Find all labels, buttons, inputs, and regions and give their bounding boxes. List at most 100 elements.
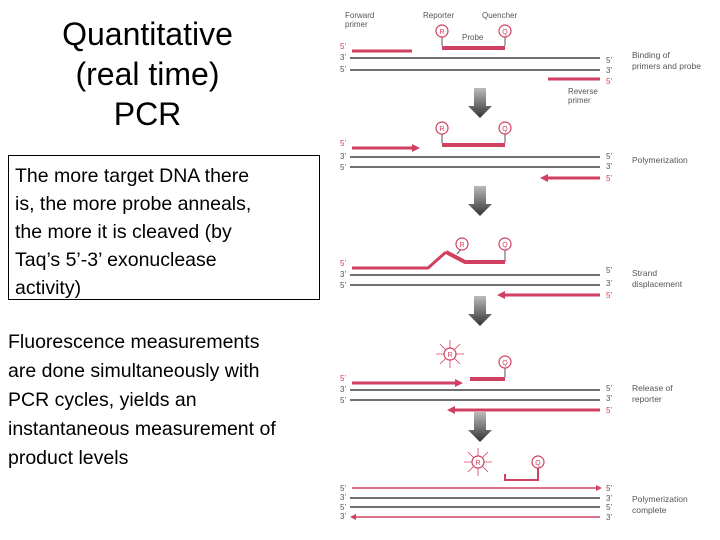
- slide-title: Quantitative (real time) PCR: [40, 14, 255, 134]
- step-label: Strand: [632, 268, 657, 278]
- quencher-dye-icon: [498, 355, 512, 369]
- end-label: 5’: [340, 42, 346, 51]
- body-line: product levels: [8, 447, 129, 469]
- end-label: 5’: [340, 65, 346, 74]
- end-label: 3’: [340, 512, 346, 521]
- title-line: (real time): [75, 56, 220, 92]
- step-arrow-icon: [468, 88, 492, 118]
- box-line: the more it is cleaved (by: [15, 221, 232, 243]
- step-release: R Q 5’ 3’ 5’ 5’ 3’ 5’ Release of reporte…: [340, 340, 673, 415]
- quencher-letter: Q: [502, 242, 508, 249]
- end-label: 5’: [606, 384, 612, 393]
- body-line: instantaneous measurement of: [8, 418, 276, 440]
- box-line: is, the more probe anneals,: [15, 193, 252, 215]
- body-line: Fluorescence measurements: [8, 331, 260, 353]
- reporter-letter: R: [439, 126, 444, 133]
- end-label: 5’: [606, 77, 612, 86]
- title-line: PCR: [113, 96, 182, 132]
- end-label: 5’: [340, 281, 346, 290]
- quencher-letter: Q: [502, 29, 508, 36]
- extension-arrow-icon: [350, 514, 356, 520]
- reporter-letter: R: [439, 29, 444, 36]
- step-polymerization-complete: R Q 5’ 3’ 5’ 5’ 3’ 5’ 3’ 3’ Polymerizati…: [340, 448, 688, 522]
- box-line: activity): [15, 277, 82, 299]
- step-label: complete: [632, 505, 667, 515]
- box-line: Taq’s 5’-3’ exonuclease: [15, 249, 217, 271]
- end-label: 5’: [340, 396, 346, 405]
- end-label: 5’: [340, 259, 346, 268]
- end-label: 3’: [340, 493, 346, 502]
- quencher-dye-icon: [498, 24, 512, 38]
- fluorescing-reporter-icon: R: [436, 340, 464, 368]
- extending-primer: [352, 250, 447, 270]
- forward-primer-label-2: primer: [345, 20, 368, 29]
- reporter-dye-icon: [435, 24, 449, 38]
- reporter-dye-icon: [435, 121, 449, 135]
- fluorescing-reporter-icon: R: [464, 448, 492, 476]
- quencher-dye-icon: [498, 237, 512, 251]
- step-label: displacement: [632, 279, 683, 289]
- end-label: 3’: [340, 53, 346, 62]
- fluorescence-text: Fluorescence measurements are done simul…: [8, 328, 343, 473]
- extension-arrow-icon: [412, 144, 420, 152]
- end-label: 5’: [606, 503, 612, 512]
- step-label: primers and probe: [632, 61, 701, 71]
- end-label: 3’: [606, 162, 612, 171]
- step-label: Binding of: [632, 50, 670, 60]
- end-label: 5’: [606, 152, 612, 161]
- end-label: 5’: [606, 406, 612, 415]
- end-label: 3’: [606, 394, 612, 403]
- step-label: reporter: [632, 394, 662, 404]
- reporter-letter: R: [459, 242, 464, 249]
- end-label: 3’: [606, 66, 612, 75]
- reporter-letter: R: [475, 460, 480, 467]
- probe-bar: [442, 143, 505, 147]
- end-label: 3’: [606, 279, 612, 288]
- step-arrow-icon: [468, 186, 492, 216]
- extension-arrow-icon: [596, 485, 602, 491]
- step-binding: R Q 5’ 3’ 5’ 5’ 3’ 5’ Binding of primers…: [340, 24, 701, 86]
- pcr-diagram: Forward primer Reporter Quencher Probe R…: [340, 11, 701, 522]
- end-label: 3’: [606, 494, 612, 503]
- step-strand-displacement: R Q 5’ 3’ 5’ 5’ 3’ 5’ Strand displacemen…: [340, 237, 683, 300]
- end-label: 5’: [606, 291, 612, 300]
- step-label: Polymerization: [632, 155, 688, 165]
- step-arrow-icon: [468, 412, 492, 442]
- end-label: 5’: [340, 503, 346, 512]
- end-label: 5’: [340, 484, 346, 493]
- reporter-dye-icon: [455, 237, 469, 251]
- end-label: 3’: [606, 513, 612, 522]
- reverse-primer-label: Reverse: [568, 87, 598, 96]
- end-label: 5’: [340, 374, 346, 383]
- box-line: The more target DNA there: [15, 165, 250, 187]
- end-label: 5’: [340, 139, 346, 148]
- step-arrow-icon: [468, 296, 492, 326]
- probe-fragment: [470, 377, 505, 381]
- quencher-letter: Q: [535, 460, 541, 467]
- probe-label: Probe: [462, 33, 484, 42]
- quencher-dye-icon: [498, 121, 512, 135]
- title-line: Quantitative: [62, 16, 233, 52]
- reporter-letter: R: [447, 352, 452, 359]
- displaced-probe: [445, 250, 505, 264]
- end-label: 3’: [340, 270, 346, 279]
- probe-bar: [442, 46, 505, 50]
- forward-primer-label: Forward: [345, 11, 374, 20]
- end-label: 5’: [606, 174, 612, 183]
- quencher-letter: Q: [502, 126, 508, 133]
- end-label: 5’: [606, 484, 612, 493]
- extension-arrow-icon: [455, 379, 463, 387]
- body-line: are done simultaneously with: [8, 360, 260, 382]
- end-label: 3’: [340, 385, 346, 394]
- quencher-label: Quencher: [482, 11, 517, 20]
- step-label: Release of: [632, 383, 673, 393]
- extension-arrow-icon: [540, 174, 548, 182]
- extension-arrow-icon: [447, 406, 455, 414]
- step-label: Polymerization: [632, 494, 688, 504]
- end-label: 5’: [606, 56, 612, 65]
- reverse-primer-label-2: primer: [568, 96, 591, 105]
- step-polymerization: R Q 5’ 3’ 5’ 5’ 3’ 5’ Polymerization: [340, 121, 688, 183]
- probe-fragment: [504, 468, 539, 481]
- end-label: 5’: [340, 163, 346, 172]
- end-label: 5’: [606, 266, 612, 275]
